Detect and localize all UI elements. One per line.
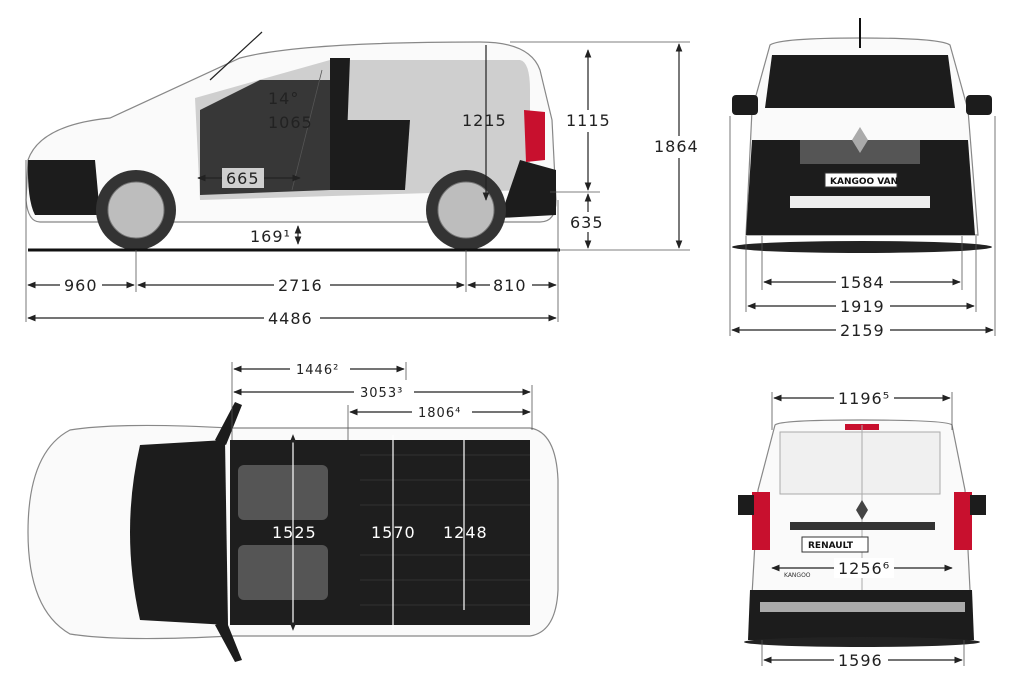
renault-logo-rear-icon (856, 500, 868, 520)
side-view: 14° 1065 665 1215 169¹ 1115 635 1864 960… (25, 31, 702, 328)
bg (834, 558, 894, 578)
cargo-height-label: 1215 (462, 111, 507, 130)
open-door-left (215, 402, 242, 445)
bg (652, 136, 702, 158)
dim-1446-label: 1446² (296, 363, 339, 378)
windscreen (765, 55, 955, 108)
open-door-right (215, 620, 242, 662)
dim-1806-label: 1806⁴ (418, 406, 461, 421)
front-plate (824, 172, 898, 188)
rear-model-badge: KANGOO (784, 572, 811, 579)
seat-angle-label: 14° (268, 89, 299, 108)
right-taillight (954, 492, 972, 550)
rear-overhang-label: 810 (493, 276, 527, 295)
seat (238, 545, 328, 600)
width-1248-label: 1248 (443, 523, 488, 542)
seats (200, 80, 330, 195)
front-track-label: 1584 (840, 273, 885, 292)
shadow (744, 637, 980, 647)
front-overhang-label: 960 (64, 276, 98, 295)
sill-height-label: 635 (570, 213, 604, 232)
front-bumper (27, 160, 101, 215)
rear-plate-label: RENAULT (808, 541, 854, 551)
front-rim (107, 181, 165, 239)
overall-length-label: 4486 (268, 309, 313, 328)
right-mirror (966, 95, 992, 115)
top-view: 1446² 3053³ 1806⁴ 1525 1570 1248 (27, 360, 559, 662)
front-view: KANGOO VAN 1584 1919 2159 (729, 18, 996, 340)
seat-height-pointer (291, 69, 323, 191)
rear-opening-width-label: 1196⁵ (838, 389, 890, 408)
rear-bumper (500, 160, 556, 218)
bg (60, 275, 102, 295)
seat-height-label: 1065 (268, 113, 313, 132)
rear-width-label: 1256⁶ (838, 559, 890, 578)
rear-bumper (748, 590, 974, 640)
left-mirror (732, 95, 758, 115)
width-1525-label: 1525 (272, 523, 317, 542)
left-mirror-rear (738, 495, 754, 515)
bg (412, 403, 472, 421)
seat-depth-label: 665 (226, 169, 260, 188)
bg (264, 308, 320, 328)
left-taillight (752, 492, 770, 550)
bg (834, 388, 894, 408)
overall-height-label: 1864 (654, 137, 699, 156)
floor-ribs (360, 454, 530, 606)
rear-rim (437, 181, 495, 239)
bg (836, 296, 890, 316)
ground-clearance-label: 169¹ (250, 227, 291, 246)
bg (564, 110, 614, 132)
width-label: 1919 (840, 297, 885, 316)
bg (834, 650, 888, 670)
bg (290, 360, 350, 378)
lower-bar (790, 196, 930, 208)
bg (568, 212, 608, 232)
rear-plate (801, 536, 869, 553)
right-mirror-rear (970, 495, 986, 515)
front-badge-label: KANGOO VAN (830, 177, 898, 187)
bg (354, 383, 414, 401)
rear-view: RENAULT KANGOO 1196⁵ 1256⁶ 1596 (738, 388, 986, 670)
cargo-door-panel (330, 120, 410, 190)
open-tailgate-line (209, 31, 263, 81)
shadow (732, 241, 992, 253)
rear-opening-height-label: 1115 (566, 111, 611, 130)
taillight (524, 110, 545, 162)
rear-track-label: 1596 (838, 651, 883, 670)
handle-bar (790, 522, 935, 530)
bonnet-windscreen (130, 440, 228, 625)
bg (836, 272, 890, 292)
seat (238, 465, 328, 520)
seat-depth-bg (222, 168, 264, 188)
bg (836, 320, 890, 340)
bg (490, 275, 532, 295)
bg (274, 275, 330, 295)
renault-logo-icon (852, 127, 868, 153)
width-1570-label: 1570 (371, 523, 416, 542)
dim-3053-label: 3053³ (360, 386, 403, 401)
wheelbase-label: 2716 (278, 276, 323, 295)
width-mirrors-label: 2159 (840, 321, 885, 340)
skid-plate (760, 602, 965, 612)
rear-window (779, 431, 941, 495)
